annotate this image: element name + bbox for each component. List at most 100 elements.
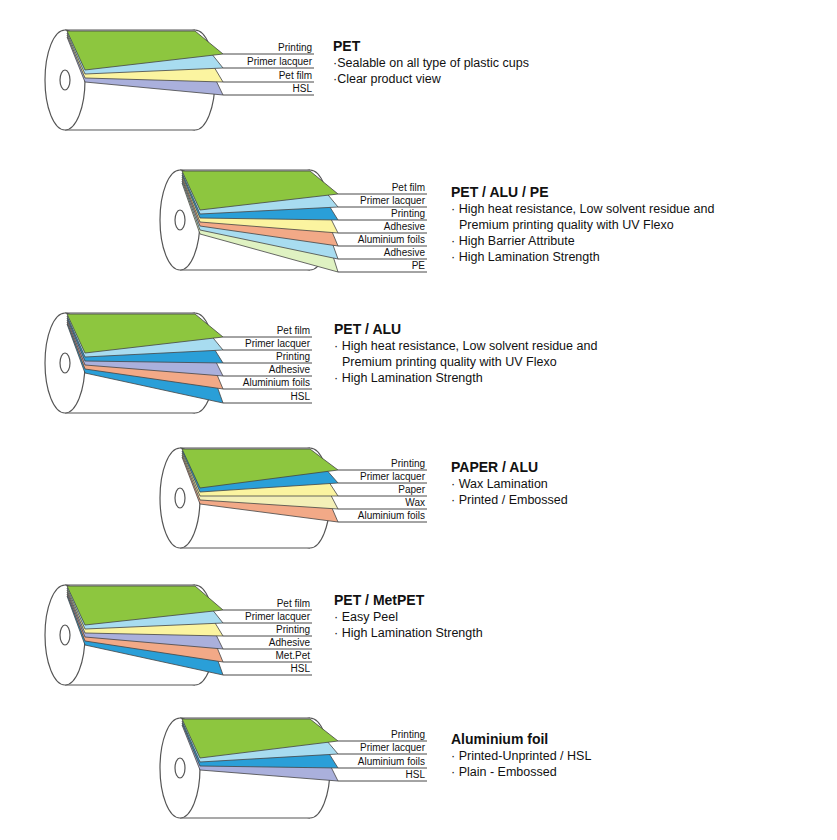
layer-name: Aluminium foils [243, 377, 310, 389]
feature-bullet: · High heat resistance, Low solvent resi… [451, 201, 740, 233]
layer-name: Pet film [277, 598, 310, 610]
layer-name: Aluminium foils [358, 234, 425, 246]
leader-line [338, 272, 427, 273]
roll-core [60, 70, 70, 90]
layer-name: HSL [293, 83, 312, 95]
layer-name: Primer lacquer [360, 195, 425, 207]
feature-bullet: · Easy Peel [334, 609, 623, 625]
leader-line [338, 259, 427, 260]
leader-line [223, 662, 312, 663]
leader-line [223, 54, 314, 55]
leader-line [223, 376, 312, 377]
layer-name: Printing [276, 351, 310, 363]
leader-line [338, 754, 427, 755]
leader-line [223, 636, 312, 637]
feature-bullet: · High Lamination Strength [334, 625, 623, 641]
feature-bullet: ·Clear product view [333, 71, 622, 87]
material-title: PET / ALU / PE [440, 184, 740, 201]
leader-line [338, 194, 427, 195]
layer-name: Printing [391, 208, 425, 220]
layer-name: Wax [405, 497, 425, 509]
spec-block: PET / ALU· High heat resistance, Low sol… [323, 321, 623, 386]
spec-block: Aluminium foil· Printed-Unprinted / HSL·… [440, 731, 740, 780]
layer-name: Aluminium foils [358, 756, 425, 768]
film-layer [67, 586, 223, 625]
roll-edge [65, 684, 195, 685]
roll-core [175, 210, 185, 230]
film-layer [182, 719, 338, 758]
film-layer [67, 314, 223, 353]
material-title: PET / MetPET [323, 592, 623, 609]
leader-line [223, 363, 312, 364]
leader-line [223, 610, 312, 611]
spec-block: PET / ALU / PE· High heat resistance, Lo… [440, 184, 740, 265]
leader-line [223, 675, 312, 676]
leader-line [338, 470, 427, 471]
layer-name: HSL [291, 663, 310, 675]
leader-line [338, 741, 427, 742]
leader-line [223, 82, 314, 83]
feature-bullet: ·Sealable on all type of plastic cups [333, 55, 622, 71]
layer-name: PE [412, 260, 425, 272]
feature-bullet: · High heat resistance, Low solvent resi… [334, 338, 623, 370]
leader-line [338, 522, 427, 523]
layer-name: Pet film [279, 70, 312, 82]
leader-line [223, 623, 312, 624]
feature-bullet: · High Lamination Strength [334, 370, 623, 386]
leader-line [338, 768, 427, 769]
feature-bullet: · Wax Lamination [451, 476, 740, 492]
film-layer [182, 171, 338, 210]
material-title: Aluminium foil [440, 731, 740, 748]
layer-name: Printing [276, 624, 310, 636]
roll-edge [180, 169, 310, 170]
material-title: PET / ALU [323, 321, 623, 338]
leader-line [223, 68, 314, 69]
leader-line [338, 509, 427, 510]
layer-name: Pet film [277, 325, 310, 337]
spec-block: PET·Sealable on all type of plastic cups… [322, 38, 622, 87]
roll-edge [65, 412, 195, 413]
roll-edge [180, 817, 310, 818]
leader-line [338, 483, 427, 484]
feature-bullet: · High Lamination Strength [451, 249, 740, 265]
layer-name: Primer lacquer [360, 742, 425, 754]
leader-line [223, 403, 312, 404]
spec-block: PAPER / ALU· Wax Lamination· Printed / E… [440, 459, 740, 508]
leader-line [338, 781, 427, 782]
layer-name: Printing [391, 729, 425, 741]
layer-name: Paper [398, 484, 425, 496]
layer-name: Adhesive [384, 247, 425, 259]
layer-name: Primer lacquer [245, 338, 310, 350]
layer-name: Met.Pet [276, 650, 310, 662]
layer-name: Adhesive [269, 364, 310, 376]
layer-name: Primer lacquer [245, 611, 310, 623]
roll-core [175, 758, 185, 778]
leader-line [338, 233, 427, 234]
leader-line [338, 220, 427, 221]
roll-edge [180, 547, 310, 548]
layer-name: Adhesive [269, 637, 310, 649]
spec-block: PET / MetPET· Easy Peel· High Lamination… [323, 592, 623, 641]
layer-name: Pet film [392, 182, 425, 194]
layer-name: HSL [406, 769, 425, 781]
roll-core [60, 625, 70, 645]
leader-line [223, 95, 314, 96]
layer-name: HSL [291, 391, 310, 403]
leader-line [223, 649, 312, 650]
material-title: PAPER / ALU [440, 459, 740, 476]
roll-edge [65, 584, 195, 585]
leader-line [223, 389, 312, 390]
leader-line [338, 246, 427, 247]
roll-edge [180, 269, 310, 270]
layer-name: Primer lacquer [247, 56, 312, 68]
roll-edge [180, 717, 310, 718]
leader-line [338, 496, 427, 497]
feature-bullet: · High Barrier Attribute [451, 233, 740, 249]
roll-edge [65, 129, 195, 130]
roll-core [175, 488, 185, 508]
roll-core [60, 353, 70, 373]
roll-edge [65, 312, 195, 313]
leader-line [223, 350, 312, 351]
roll-edge [65, 29, 195, 30]
